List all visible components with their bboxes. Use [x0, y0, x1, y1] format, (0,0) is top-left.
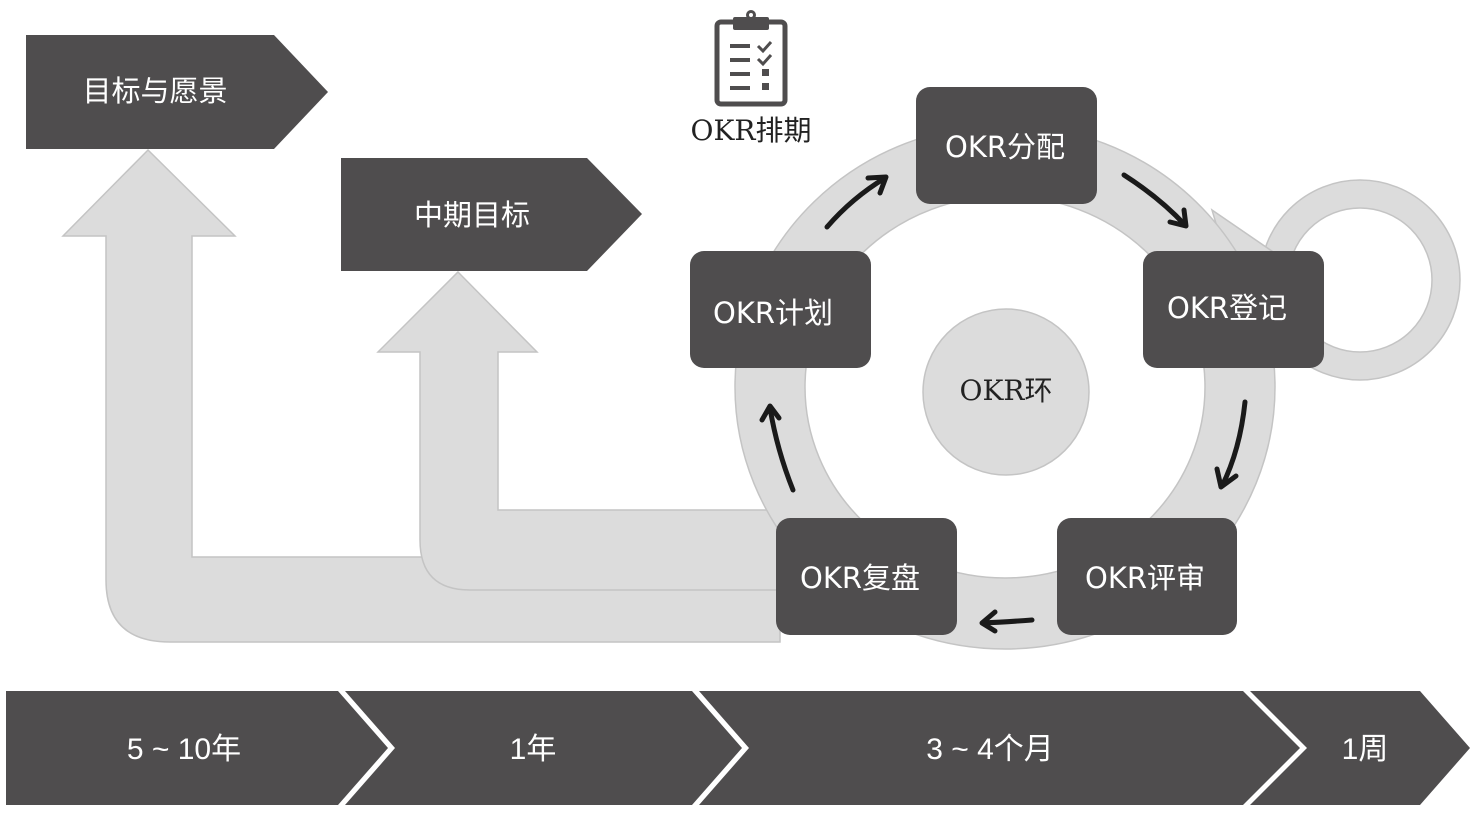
long-term-goal-label: 目标与愿景 [82, 74, 227, 108]
timeline-label: 1周 [1342, 733, 1389, 766]
timeline-segment: 3 ~ 4个月 [699, 691, 1300, 805]
arrow-review-to-retrospect [979, 609, 1035, 634]
cycle-step-retrospect: OKR复盘 [776, 518, 957, 635]
arrow-register-to-review [1214, 399, 1248, 490]
cycle-step-label: OKR计划 [713, 296, 833, 330]
okr-ring-center [922, 308, 1090, 476]
arrow-allocate-to-register [1121, 172, 1189, 229]
cycle-step-allocate: OKR分配 [916, 87, 1097, 204]
cycle-step-label: OKR复盘 [800, 561, 920, 595]
timeline-segment: 1周 [1250, 691, 1470, 805]
mid-term-goal-box [341, 158, 642, 271]
arrow-plan-to-allocate [824, 174, 889, 230]
timeline-segment: 1年 [345, 691, 742, 805]
cycle-step-register: OKR登记 [1143, 251, 1324, 368]
long-term-goal-box [26, 35, 328, 149]
register-loop-arrow [1259, 179, 1461, 381]
arrow-retrospect-to-plan [759, 403, 796, 493]
cycle-step-plan: OKR计划 [690, 251, 871, 368]
okr-ring-label: OKR环 [960, 374, 1053, 407]
cycle-step-label: OKR评审 [1085, 561, 1205, 595]
timeline-label: 3 ~ 4个月 [926, 733, 1054, 766]
timeline-segment: 5 ~ 10年 [6, 691, 388, 805]
clipboard-checklist-icon [714, 10, 788, 107]
cycle-step-label: OKR登记 [1167, 291, 1287, 325]
mid-term-goal-label: 中期目标 [414, 198, 530, 232]
cycle-step-label: OKR分配 [945, 130, 1065, 164]
schedule-label: OKR排期 [691, 114, 812, 147]
timeline-label: 1年 [510, 733, 557, 766]
timeline-label: 5 ~ 10年 [127, 733, 241, 766]
cycle-step-review: OKR评审 [1057, 518, 1237, 635]
mid-term-up-arrow [376, 270, 781, 591]
